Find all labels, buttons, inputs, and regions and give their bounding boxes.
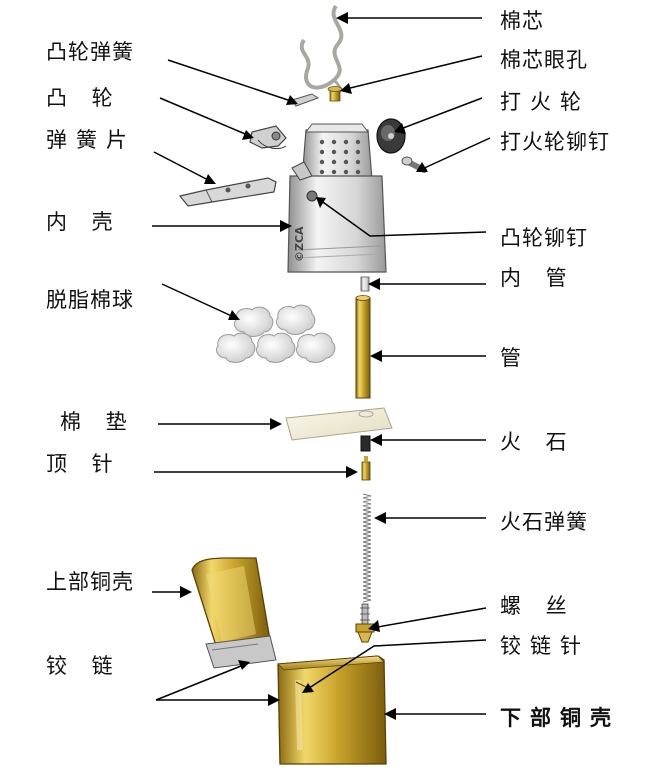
label-flint-spring: 火石弹簧 [500,510,588,534]
label-cam: 凸 轮 [46,86,122,110]
arrow-spring-leaf [153,151,213,183]
label-flint-wheel: 打火轮 [500,90,590,114]
label-lower-case: 下部铜壳 [500,706,620,730]
arrow-cam-rivet [319,199,487,237]
leader-lines [152,17,491,715]
push-pin-part [361,456,371,481]
case-marking: ©ZCA [293,226,306,262]
wick-eyelet-part [327,86,343,102]
wick-part [299,4,344,96]
label-tube: 管 [500,346,522,370]
label-upper-case: 上部铜壳 [46,570,134,594]
label-hinge: 铰 链 [46,654,122,678]
arrow-cam-spring [167,59,295,103]
tube-part [355,295,371,399]
label-hinge-pin: 铰链针 [500,634,590,658]
label-flint: 火 石 [500,430,576,454]
spring-leaf-part [178,177,277,207]
screw-part [355,603,375,643]
arrow-wick-eyelet [341,55,483,91]
label-wick: 棉芯 [500,9,544,33]
label-felt-pad: 棉 垫 [60,410,136,434]
flint-wheel-part [376,118,406,154]
arrow-cotton-balls [161,283,237,319]
arrow-flint-wheel-rivet [419,137,491,171]
cam-part [249,125,287,149]
inner-tube-part [360,276,370,292]
flint-part [360,435,371,452]
cam-spring-part [291,93,320,107]
label-cam-rivet: 凸轮铆钉 [500,226,588,250]
label-inner-case: 内 壳 [46,210,122,234]
arrow-hinge-a [155,663,247,701]
arrow-cam [159,97,251,137]
cotton-balls-part [215,304,336,363]
label-cotton-balls: 脱脂棉球 [46,288,134,312]
label-screw: 螺 丝 [500,594,576,618]
label-inner-tube: 内 管 [500,266,576,290]
felt-pad-part [285,407,393,441]
label-push-pin: 顶 针 [46,452,122,476]
upper-case-part [191,557,277,669]
lower-case-part [277,655,387,765]
arrow-flint-wheel [397,97,483,131]
label-wick-eyelet: 棉芯眼孔 [500,48,588,72]
inner-case-part: ©ZCA [287,123,387,273]
label-cam-spring: 凸轮弹簧 [46,40,134,64]
flint-spring-part [362,493,372,603]
arrow-screw [371,607,487,629]
arrow-heads [180,12,428,720]
arrow-hinge-pin [305,639,487,691]
label-spring-leaf: 弹簧片 [46,128,136,152]
label-flint-wheel-rivet: 打火轮铆钉 [500,130,610,154]
